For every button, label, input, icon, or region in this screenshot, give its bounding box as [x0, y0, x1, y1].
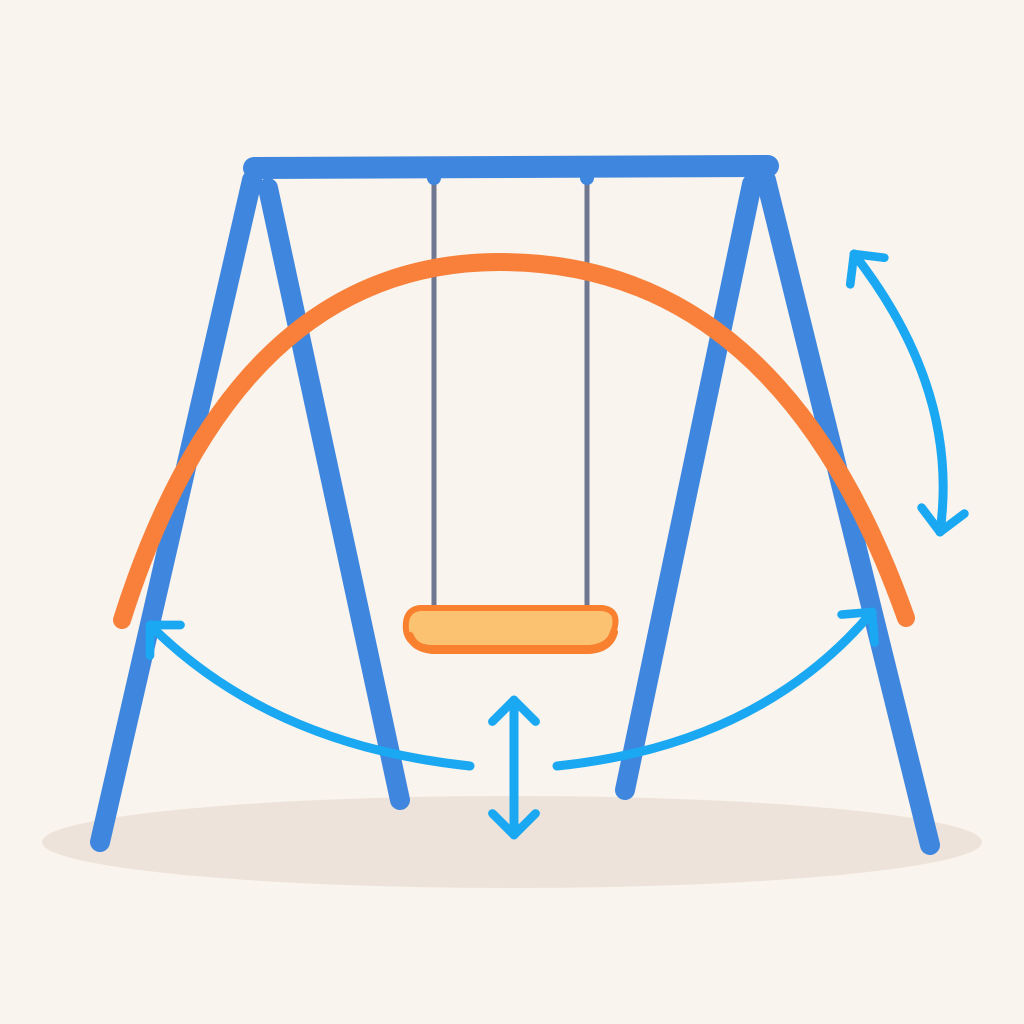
seat-front-edge	[406, 628, 618, 654]
swing-right-arrow	[552, 607, 879, 771]
left-outer-leg	[90, 170, 262, 852]
left-rope-hook	[427, 171, 441, 185]
ground-shadow	[42, 796, 982, 888]
right-rope-hook	[580, 171, 594, 185]
swing-left-arrow	[145, 620, 475, 771]
top-crossbar	[243, 155, 779, 179]
swing-ropes	[431, 177, 590, 617]
swing-seat	[402, 605, 619, 651]
left-inner-leg	[258, 178, 410, 810]
swing-motion-arc	[113, 252, 915, 629]
right-outer-leg	[756, 170, 940, 855]
right-inner-leg	[615, 174, 762, 800]
rotation-arrow	[845, 249, 969, 537]
